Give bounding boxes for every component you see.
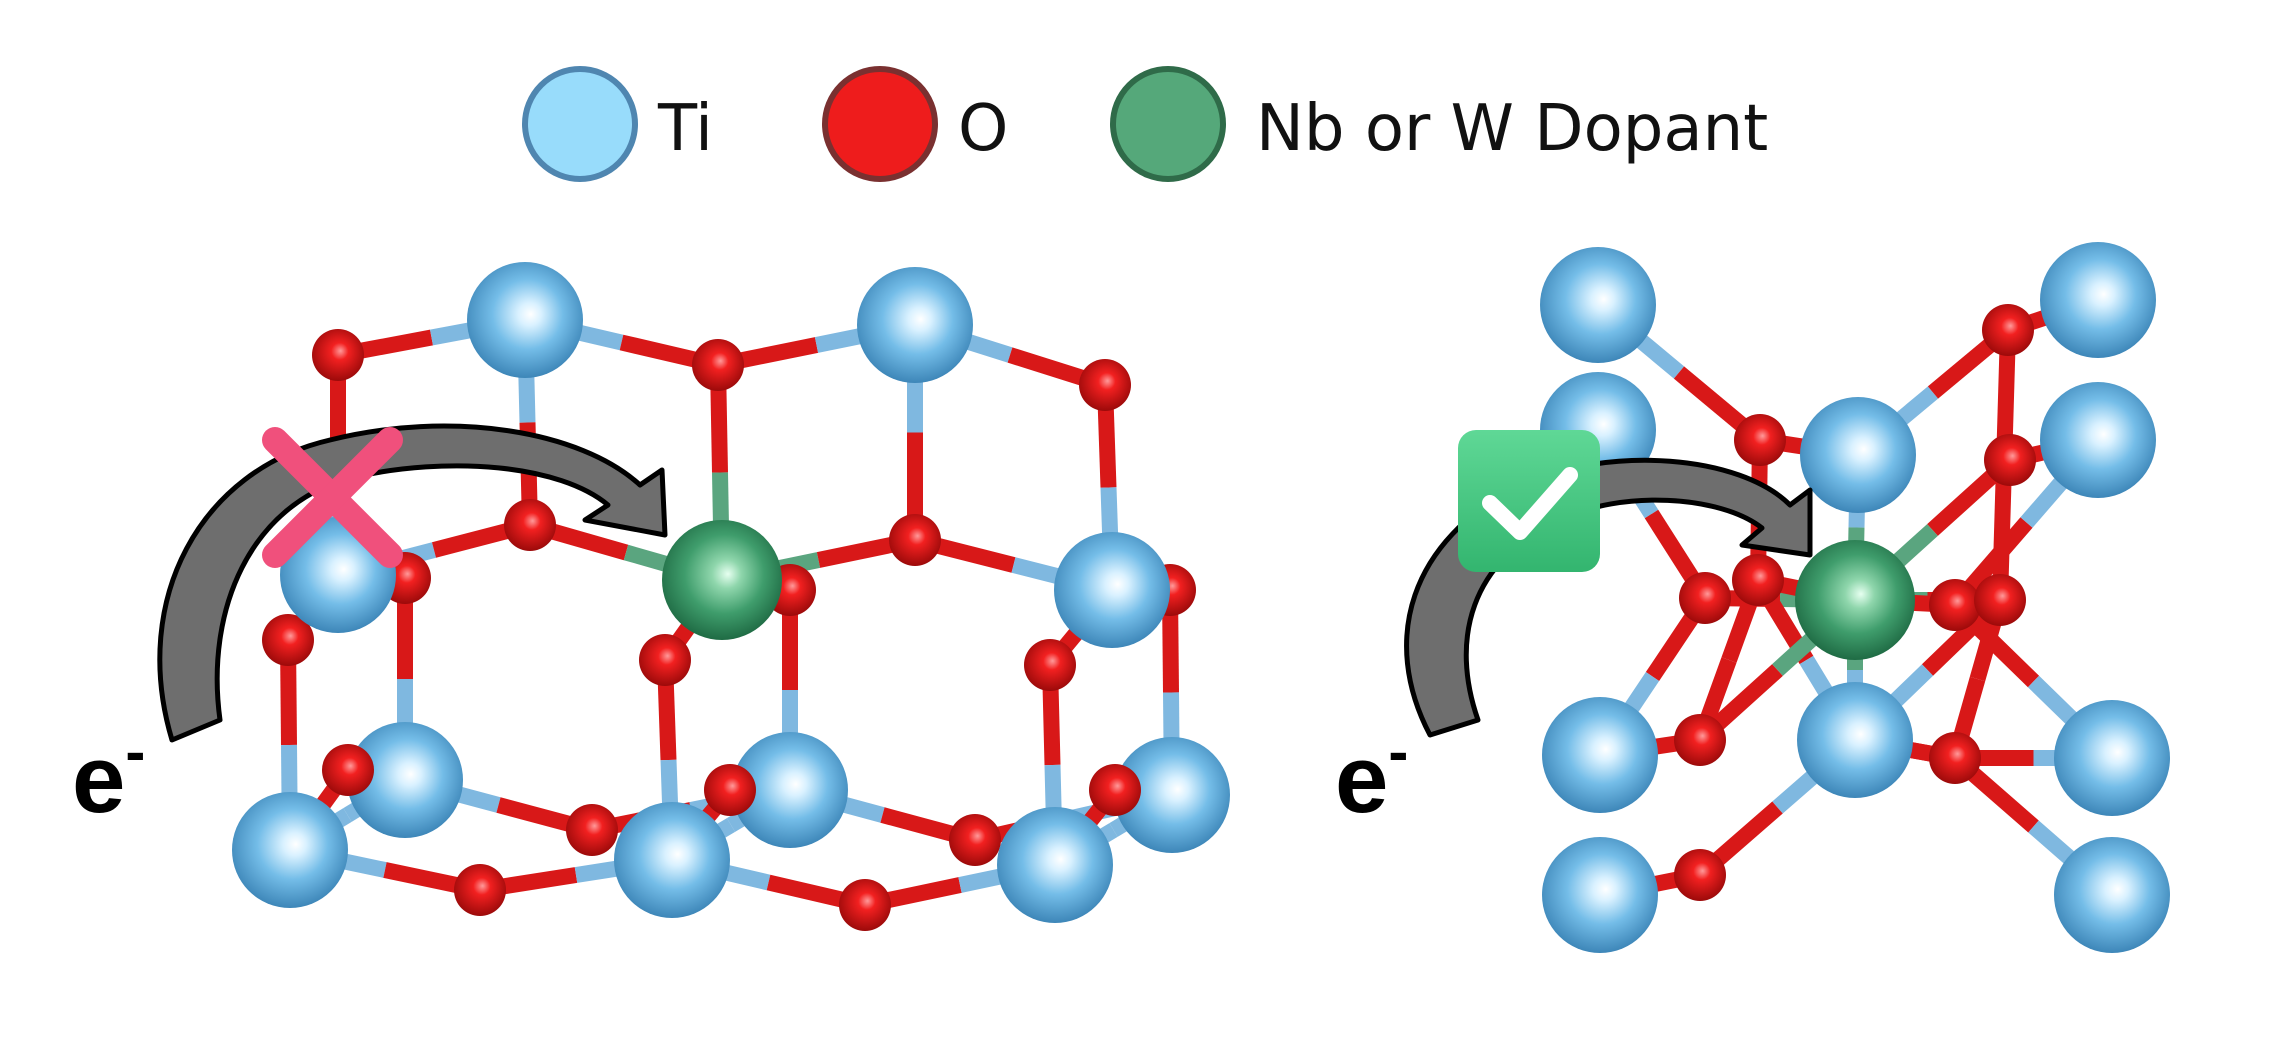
left-atom-o-28 [839, 879, 891, 931]
right-atom-ti-20 [2054, 837, 2170, 953]
right-electron-transfer: e- [1335, 430, 1813, 833]
left-atom-ti-1 [857, 267, 973, 383]
cross-icon [262, 427, 403, 568]
legend-item-ti: Ti [522, 66, 713, 182]
right-atom-o-5 [1734, 414, 1786, 466]
left-crystal-structure [232, 262, 1230, 931]
left-atom-ti-25 [614, 802, 730, 918]
right-atom-o-8 [1732, 554, 1784, 606]
left-atom-o-2 [312, 329, 364, 381]
right-atom-ti-1 [2040, 242, 2156, 358]
legend-item-o: O [822, 66, 1008, 182]
left-atom-o-14 [639, 634, 691, 686]
left-atom-ti-0 [467, 262, 583, 378]
right-atom-ti-4 [2040, 382, 2156, 498]
left-atom-o-21 [1089, 764, 1141, 816]
right-electron-label: e- [1335, 718, 1408, 833]
left-atom-o-4 [1079, 359, 1131, 411]
right-atom-o-2 [1982, 304, 2034, 356]
left-hopping-arrow [157, 423, 668, 743]
left-atom-o-6 [889, 514, 941, 566]
o-swatch-icon [822, 66, 938, 182]
right-atom-dopant-10 [1795, 540, 1915, 660]
right-atom-ti-0 [1540, 247, 1656, 363]
left-atom-ti-26 [997, 807, 1113, 923]
right-atom-ti-6 [1800, 397, 1916, 513]
right-atom-o-16 [1929, 732, 1981, 784]
legend-item-dopant: Nb or W Dopant [1110, 66, 1768, 182]
left-atom-o-27 [454, 864, 506, 916]
checkmark-icon [1458, 430, 1600, 572]
right-atom-o-14 [1674, 714, 1726, 766]
left-electron-label: e- [72, 718, 145, 833]
right-atom-o-19 [1674, 849, 1726, 901]
left-atom-o-22 [566, 804, 618, 856]
legend-label-ti: Ti [657, 92, 713, 166]
left-electron-transfer: e- [72, 423, 668, 833]
left-atom-o-15 [1024, 639, 1076, 691]
left-atom-o-3 [692, 339, 744, 391]
right-crystal-structure [1540, 242, 2170, 953]
dopant-swatch-icon [1110, 66, 1226, 182]
left-atom-o-5 [504, 499, 556, 551]
legend-label-dopant: Nb or W Dopant [1256, 92, 1768, 166]
right-atom-ti-13 [1542, 697, 1658, 813]
right-atom-o-9 [1679, 572, 1731, 624]
left-atom-ti-18 [1114, 737, 1230, 853]
right-atom-ti-15 [1797, 682, 1913, 798]
legend-label-o: O [958, 92, 1008, 166]
left-atom-o-19 [322, 744, 374, 796]
right-atom-o-7 [1984, 434, 2036, 486]
left-atom-ti-17 [732, 732, 848, 848]
left-atom-o-20 [704, 764, 756, 816]
left-atom-dopant-7 [662, 520, 782, 640]
left-atom-ti-9 [1054, 532, 1170, 648]
left-atom-ti-24 [232, 792, 348, 908]
right-atom-o-12 [1929, 579, 1981, 631]
right-atom-o-11 [1974, 574, 2026, 626]
left-atom-o-23 [949, 814, 1001, 866]
left-atom-o-13 [262, 614, 314, 666]
right-atom-ti-17 [2054, 700, 2170, 816]
ti-swatch-icon [522, 66, 638, 182]
right-atom-ti-18 [1542, 837, 1658, 953]
left-atom-ti-16 [347, 722, 463, 838]
legend: Ti O Nb or W Dopant [522, 66, 1768, 182]
